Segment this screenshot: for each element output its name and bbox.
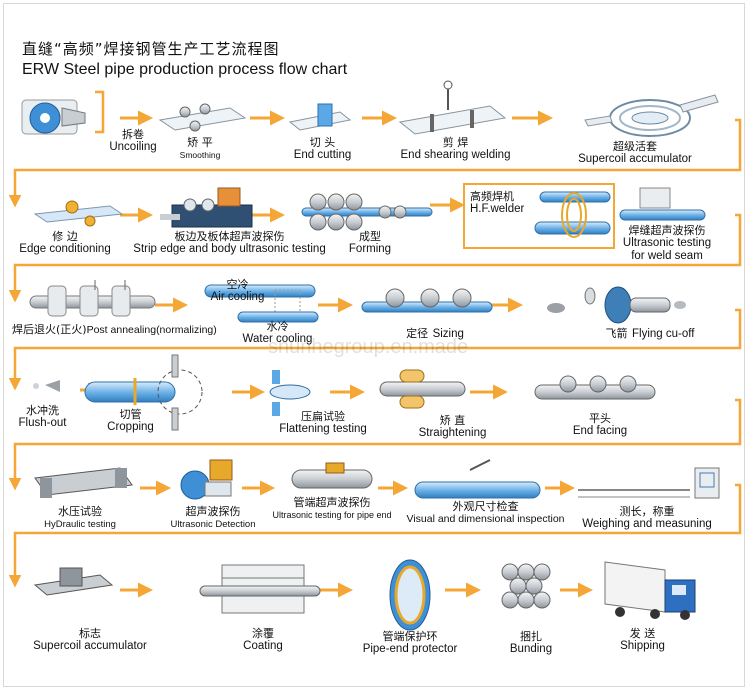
end-cutting-icon [288, 103, 352, 131]
water-cooling-pipe-icon [237, 311, 319, 323]
connector-row4-row5 [8, 398, 742, 491]
truck-icon [604, 561, 696, 620]
connector-row3-row4 [8, 308, 742, 391]
weighing-station-icon [578, 467, 720, 499]
visual-inspection-icon [414, 459, 541, 499]
edge-conditioning-icon [33, 200, 124, 227]
connector-row2-row3 [8, 213, 742, 303]
coil-icon [21, 99, 86, 135]
chart-title-cn: 直缝“高频”焊接钢管生产工艺流程图 [22, 40, 280, 58]
connector-row5-row6 [8, 483, 742, 588]
connector-row1-row2 [8, 118, 742, 208]
row-connectors [8, 90, 742, 588]
flattening-test-icon [269, 370, 311, 416]
chart-frame [3, 3, 745, 687]
straightening-icon [379, 369, 466, 409]
hydraulic-test-icon [34, 467, 133, 498]
flying-cutoff-icon [547, 286, 686, 324]
marking-station-icon [33, 567, 114, 596]
watermark: shunhegroup.en.made [268, 336, 469, 358]
strip-ut-machine-icon [160, 187, 253, 228]
shearing-welding-icon [398, 80, 507, 135]
weld-ut-icon [619, 187, 706, 221]
flush-nozzle-icon [33, 380, 60, 392]
uncoil-bracket [95, 90, 105, 134]
supercoil-accumulator-icon [584, 94, 719, 137]
chart-title-en: ERW Steel pipe production process flow c… [22, 61, 348, 78]
hf-welder-icon [463, 183, 615, 249]
label-post-annealing: 焊后退火(正火)Post annealing(normalizing) [12, 323, 217, 336]
coating-booth-icon [199, 564, 321, 614]
end-facing-icon [534, 375, 656, 400]
smoothing-machine-icon [158, 103, 247, 132]
sizing-rolls-icon [361, 288, 493, 313]
label-flying-cut: 飞箭 Flying cu-off [605, 327, 695, 340]
cropping-pipe-icon [84, 354, 203, 431]
bundled-pipes-icon [501, 563, 551, 609]
ultrasonic-detector-icon [180, 459, 233, 500]
label-sizing: 定径 Sizing [406, 327, 464, 340]
pipe-end-ut-icon [291, 462, 373, 489]
flow-arrows [80, 110, 615, 598]
forming-rolls-icon [301, 193, 433, 231]
air-cooling-pipe-icon [204, 284, 316, 313]
annealing-icon [29, 280, 156, 317]
pipe-end-protector-icon [389, 559, 431, 631]
